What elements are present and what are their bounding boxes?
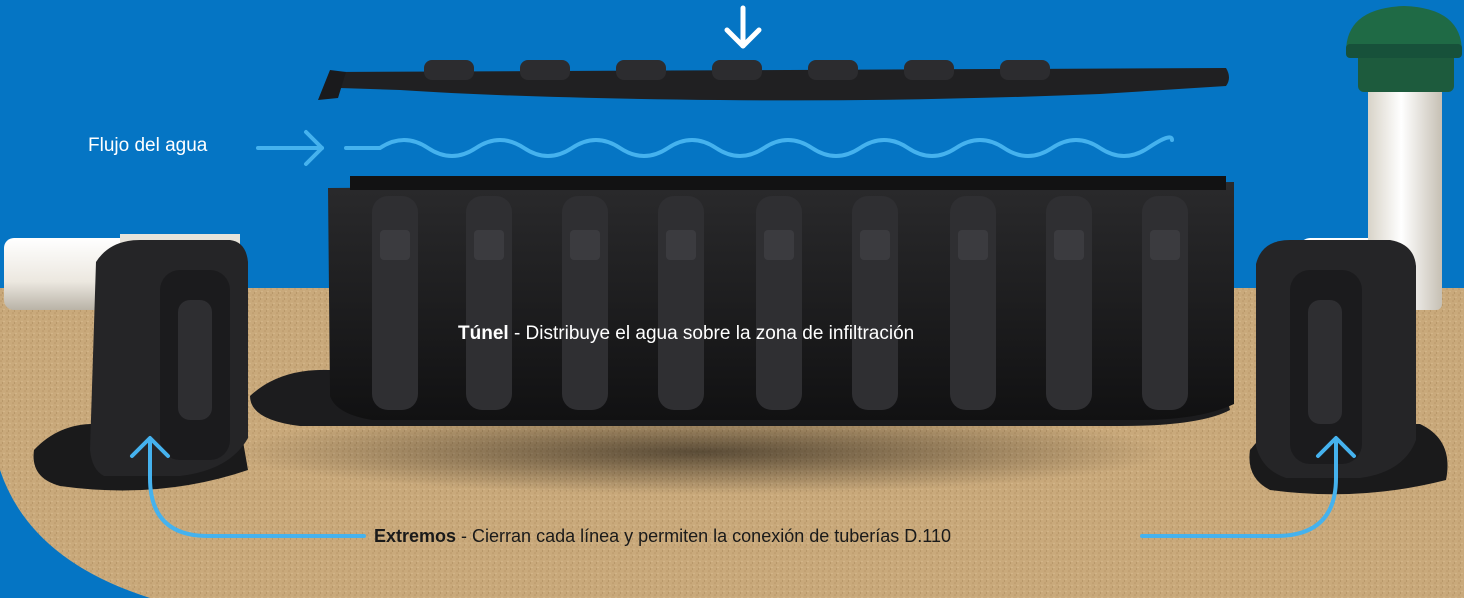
ends-label: Extremos - Cierran cada línea y permiten… [374,527,951,545]
curved-arrow-up-left-icon [130,436,366,538]
right-end-cap [1249,240,1448,495]
ends-title: Extremos [374,526,457,546]
left-end-cap [33,240,248,491]
tunnel-shadow [230,410,1170,494]
tunnel-lid [318,60,1230,101]
vent-cap [1346,6,1462,92]
tunnel-label: Túnel - Distribuye el agua sobre la zona… [458,324,914,343]
arrow-right-icon [256,130,324,166]
arrow-down-icon [724,5,762,49]
tunnel-title: Túnel [458,323,509,344]
tunnel-description: - Distribuye el agua sobre la zona de in… [508,323,915,344]
wave-icon [344,135,1174,158]
flow-label: Flujo del agua [88,135,208,156]
ends-description: - Cierran cada línea y permiten la conex… [456,526,951,546]
tunnel-body [328,176,1234,420]
curved-arrow-up-right-icon [1140,436,1356,538]
